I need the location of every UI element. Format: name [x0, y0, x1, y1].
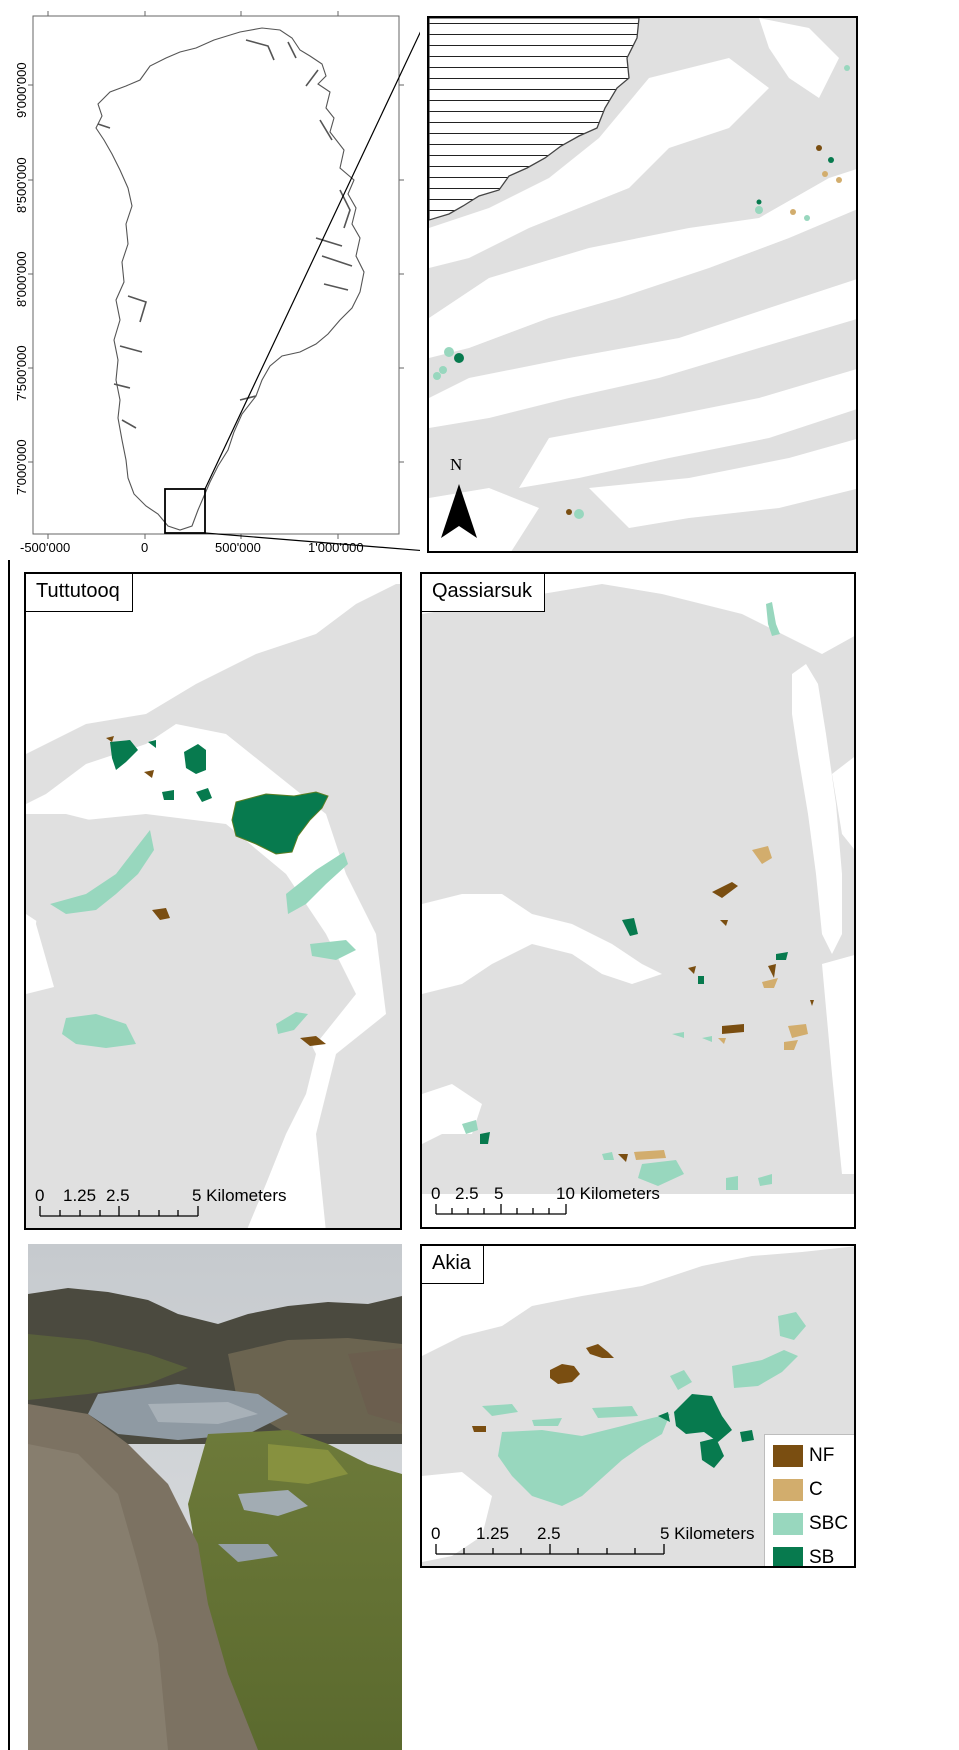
- scale-label: 0: [431, 1524, 441, 1543]
- overview-map: -500'000 0 500'000 1'000'000 9'000'000 8…: [0, 0, 420, 560]
- x-tick: 500'000: [215, 540, 261, 555]
- panel-title: Tuttutooq: [26, 574, 133, 612]
- photo-svg: [28, 1244, 402, 1750]
- overview-study-box: [164, 488, 206, 534]
- panel-title: Akia: [422, 1246, 484, 1284]
- legend: NF C SBC SB: [764, 1434, 854, 1568]
- akia-scale-bar: [435, 1544, 665, 1555]
- landscape-photo: [28, 1244, 402, 1750]
- legend-label: SBC: [809, 1513, 849, 1534]
- legend-swatch: [773, 1547, 803, 1566]
- scale-label: 5 Kilometers: [192, 1186, 287, 1205]
- scale-label: 2.5: [106, 1186, 130, 1205]
- tuttutooq-sites: [50, 736, 356, 1048]
- north-arrow-icon: [441, 484, 477, 538]
- greenland-outline: [95, 27, 365, 531]
- scale-label: 1.25: [476, 1524, 510, 1543]
- legend-label: SB: [809, 1547, 835, 1568]
- scale-label: 0: [35, 1186, 45, 1205]
- y-tick: 7'500'000: [14, 345, 29, 401]
- scale-label: 10 Kilometers: [556, 1184, 660, 1203]
- qassiarsuk-map-svg: [422, 574, 854, 1227]
- legend-label: C: [809, 1479, 823, 1500]
- scale-label: 2.5: [455, 1184, 479, 1203]
- y-tick: 7'000'000: [14, 439, 29, 495]
- overview-leader-top: [204, 31, 420, 490]
- legend-swatch: [773, 1445, 803, 1467]
- y-tick: 9'000'000: [14, 62, 29, 118]
- x-tick: 1'000'000: [308, 540, 364, 555]
- akia-sites: [472, 1312, 806, 1506]
- legend-item-c: C: [773, 1473, 848, 1507]
- ice-sheet-hatch: [429, 18, 640, 221]
- page-left-border: [8, 560, 10, 1750]
- tuttutooq-map-svg: [26, 574, 400, 1228]
- scale-label: 2.5: [537, 1524, 561, 1543]
- akia-map-svg: [422, 1246, 854, 1566]
- tuttutooq-scale-bar: [39, 1206, 199, 1217]
- akia-panel: Akia 0 1.25 2.5 5 Kilometers NF C SBC SB: [420, 1244, 856, 1568]
- inset-map: N: [427, 16, 858, 553]
- qassiarsuk-panel: Qassiarsuk 0 2.5 5 10 Kilometers: [420, 572, 856, 1229]
- legend-item-nf: NF: [773, 1439, 848, 1473]
- qassiarsuk-scale-bar: [435, 1204, 567, 1215]
- legend-item-sbc: SBC: [773, 1507, 848, 1541]
- overview-frame: [32, 15, 400, 535]
- tuttutooq-panel: Tuttutooq 0 1.25 2.5 5 Kilometers: [24, 572, 402, 1230]
- legend-label: NF: [809, 1445, 835, 1466]
- scale-label: 5 Kilometers: [660, 1524, 755, 1543]
- scale-label: 5: [494, 1184, 504, 1203]
- inset-water: [429, 18, 856, 551]
- overview-map-svg: [28, 11, 420, 552]
- overview-ticks: [28, 11, 404, 539]
- x-tick: -500'000: [20, 540, 71, 555]
- qassiarsuk-sites: [462, 602, 814, 1190]
- inset-sites: [433, 65, 850, 519]
- legend-item-sb: SB: [773, 1541, 848, 1568]
- scale-label: 0: [431, 1184, 441, 1203]
- y-tick: 8'500'000: [14, 157, 29, 213]
- panel-title: Qassiarsuk: [422, 574, 546, 612]
- legend-swatch: [773, 1513, 803, 1535]
- overview-leader-bottom: [204, 532, 420, 552]
- scale-label: 1.25: [63, 1186, 97, 1205]
- north-label: N: [450, 455, 463, 474]
- y-tick: 8'000'000: [14, 251, 29, 307]
- x-tick: 0: [141, 540, 149, 555]
- legend-swatch: [773, 1479, 803, 1501]
- inset-map-svg: [429, 18, 856, 551]
